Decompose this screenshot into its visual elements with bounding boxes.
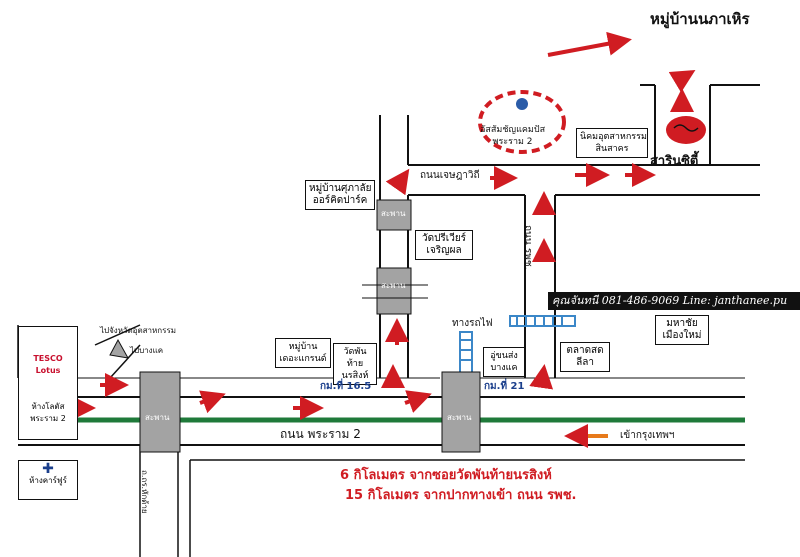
bridge-left-label: สะพาน	[145, 413, 170, 422]
contact-watermark: คุณจันทนี 081-486-9069 Line: janthanee.p…	[548, 292, 800, 310]
road-chaeng-label: ถนนเจษฎาวิถี	[420, 170, 480, 181]
carrefour-logo-icon: ✚	[42, 461, 54, 477]
km-21-label: กม.ที่ 21	[484, 381, 525, 392]
carrefour-box: ✚ ห้างคาร์ฟูร์	[18, 460, 78, 500]
road-rama2-label: ถนน พระราม 2	[280, 427, 361, 441]
sarin-city-label: สารินซิตี้	[650, 154, 699, 169]
assumption-label: อัสสัมชัญแคมปัส พระราม 2	[480, 125, 546, 147]
bridge-right-label: สะพาน	[447, 413, 472, 422]
wat-phan-box: วัดพันท้ายนรสิงห์	[333, 343, 377, 385]
bridge-mid	[376, 267, 412, 315]
road-left-vertical-label: ถ.ถร.หักด้าย	[140, 470, 149, 514]
road-rpch-label: ถนน รพช.	[522, 225, 533, 270]
distance-note-2: 15 กิโลเมตร จากปากทางเข้า ถนน รพช.	[345, 488, 577, 503]
village-title: หมู่บ้านนภาเหิร	[650, 10, 750, 28]
bridge-top	[376, 199, 412, 231]
carrefour-label: ห้างคาร์ฟูร์	[29, 476, 67, 485]
railway-label: ทางรถไฟ	[452, 318, 493, 329]
lotus-label: ห้างโลตัส พระราม 2	[30, 402, 66, 423]
to-bangkok-label: เข้ากรุงเทพฯ	[620, 430, 675, 441]
market-box: ตลาดสด ลีลา	[560, 342, 610, 372]
industrial-estate-label: นิคมอุตสาหกรรม สินสาคร	[576, 128, 648, 158]
bridge-right	[441, 371, 481, 453]
temple-school-box: วัดปรีเวียร์ เจริญผล	[415, 230, 473, 260]
bridge-mid-label: สะพาน	[381, 281, 406, 290]
assumption-marker	[478, 90, 566, 154]
km-16-5-label: กม.ที่ 16.5	[320, 381, 372, 392]
bridge-top-label: สะพาน	[381, 209, 406, 218]
university-box: มหาชัย เมืองใหม่	[655, 315, 709, 345]
depot-box: อู่ขนส่งบางแค	[483, 347, 525, 377]
distance-note-1: 6 กิโลเมตร จากซอยวัดพันท้ายนรสิงห์	[340, 468, 552, 483]
fish-logo-icon	[666, 116, 706, 144]
to-industrial-label: ไปจังหวัดอุตสาหกรรม	[100, 326, 177, 335]
grand-village-box: หมู่บ้าน เดอะแกรนด์	[275, 338, 331, 368]
lotus-brand: TESCO Lotus	[33, 354, 63, 375]
supalai-village-box: หมู่บ้านศุภาลัย ออร์คิดปาร์ค	[305, 180, 375, 210]
lotus-box: TESCO Lotus ห้างโลตัส พระราม 2	[18, 326, 78, 440]
bridge-left	[139, 371, 181, 453]
to-bangkhae-label: ไปบางแค	[130, 346, 164, 355]
